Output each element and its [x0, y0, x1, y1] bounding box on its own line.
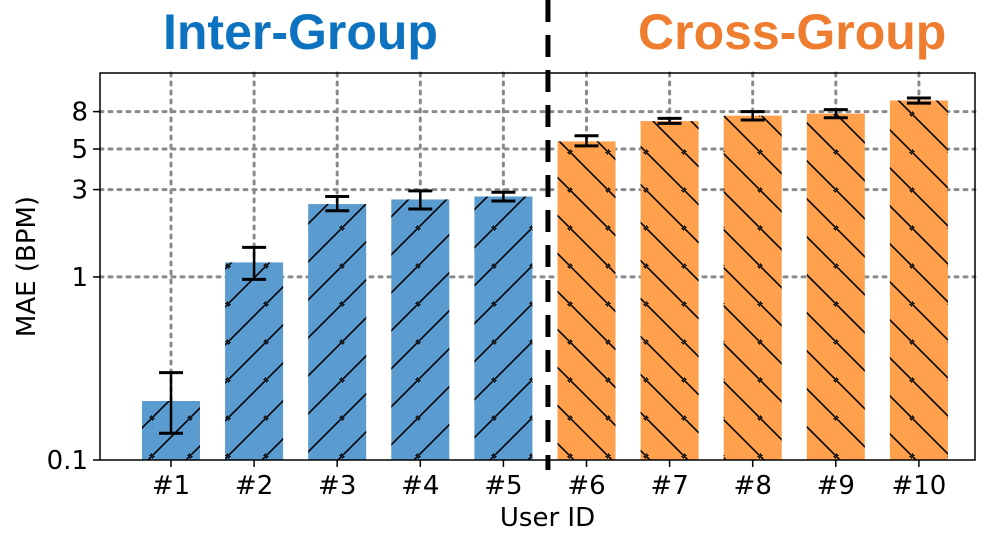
errorbar-2: [242, 245, 267, 281]
bar-hatch-7: [640, 121, 699, 461]
cross-group-title: Cross-Group: [638, 4, 947, 60]
errorbar-3: [325, 195, 350, 213]
errorbar-1: [159, 371, 183, 435]
y-tick-label: 3: [71, 176, 88, 206]
bar-hatch-5: [474, 196, 533, 460]
y-tick-label: 8: [71, 98, 88, 128]
bar-hatch-9: [806, 113, 865, 460]
x-tick-label: #5: [484, 471, 522, 501]
y-ticks: 0.1 1 3 5 8: [47, 98, 100, 476]
bar-hatch-8: [723, 115, 782, 460]
y-axis-label: MAE (BPM): [12, 196, 42, 337]
errorbar-4: [408, 189, 433, 211]
x-tick-label: #2: [235, 471, 273, 501]
errorbar-10: [906, 96, 931, 105]
y-tick-label: 0.1: [47, 446, 88, 476]
x-axis-label: User ID: [500, 503, 595, 533]
x-tick-label: #3: [318, 471, 356, 501]
errorbar-5: [491, 190, 516, 203]
bar-hatch-10: [889, 100, 948, 460]
bar-hatch-2: [225, 262, 284, 460]
y-tick-label: 5: [71, 135, 88, 165]
plot-frame: [99, 72, 976, 461]
bar-hatch-4: [391, 199, 450, 461]
errorbar-7: [657, 116, 682, 125]
bar-hatch-3: [308, 204, 367, 460]
inter-group-title: Inter-Group: [163, 4, 438, 60]
x-tick-label: #6: [567, 471, 605, 501]
errorbar-9: [823, 108, 848, 120]
x-tick-label: #10: [891, 471, 946, 501]
errorbar-8: [740, 110, 765, 122]
y-tick-label: 1: [71, 263, 88, 293]
errorbar-6: [574, 134, 599, 148]
bar-hatch-6: [557, 141, 616, 460]
x-tick-label: #8: [734, 471, 772, 501]
x-tick-label: #1: [152, 471, 190, 501]
errorbars-layer: [159, 96, 931, 435]
x-tick-label: #7: [650, 471, 688, 501]
x-tick-label: #9: [817, 471, 855, 501]
x-ticks: #1 #2 #3 #4 #5 #6 #7 #8 #9 #10: [152, 460, 946, 501]
x-tick-label: #4: [401, 471, 439, 501]
